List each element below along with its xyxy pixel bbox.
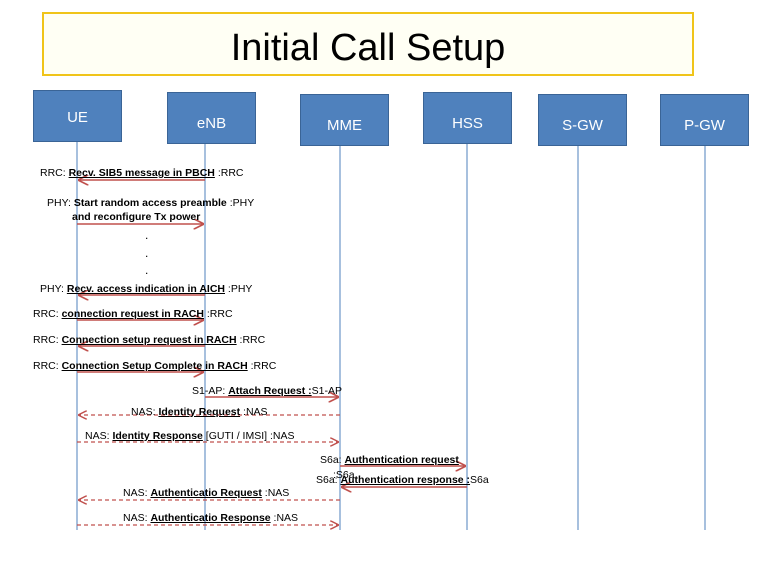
node-enb: eNB bbox=[167, 92, 256, 144]
label-auth-response-s6a: S6a: Authentication response :S6a bbox=[316, 474, 489, 486]
ellipsis-dot: . bbox=[145, 263, 149, 277]
node-label: eNB bbox=[196, 115, 227, 132]
node-mme: MME bbox=[300, 94, 389, 146]
label-conn-request: RRC: connection request in RACH :RRC bbox=[33, 308, 233, 320]
label-aich: PHY: Recv. access indication in AICH :PH… bbox=[40, 283, 253, 295]
label-preamble: PHY: Start random access preamble :PHY bbox=[47, 197, 255, 209]
node-label: P-GW bbox=[684, 117, 725, 134]
ellipsis-dot: . bbox=[145, 228, 149, 242]
ellipsis-dot: . bbox=[145, 246, 149, 260]
node-ue: UE bbox=[33, 90, 122, 142]
node-pgw: P-GW bbox=[660, 94, 749, 146]
label-attach: S1-AP: Attach Request :S1-AP bbox=[192, 385, 342, 397]
label-conn-setup: RRC: Connection setup request in RACH :R… bbox=[33, 334, 266, 346]
node-sgw: S-GW bbox=[538, 94, 627, 146]
node-label: HSS bbox=[452, 115, 483, 132]
label-auth-request-s6a: S6a: Authentication request bbox=[320, 454, 459, 466]
label-sib5: RRC: Recv. SIB5 message in PBCH :RRC bbox=[40, 167, 244, 179]
label-auth-request-nas: NAS: Authenticatio Request :NAS bbox=[123, 487, 290, 499]
node-label: MME bbox=[327, 117, 362, 134]
label-auth-request-s6a-line2: :S6a bbox=[333, 469, 355, 481]
label-conn-complete: RRC: Connection Setup Complete in RACH :… bbox=[33, 360, 277, 372]
label-auth-response-nas: NAS: Authenticatio Response :NAS bbox=[123, 512, 299, 524]
page-title: Initial Call Setup bbox=[230, 27, 506, 69]
node-label: S-GW bbox=[562, 117, 603, 134]
label-identity-request: NAS: Identity Request :NAS bbox=[131, 406, 268, 418]
title-box bbox=[42, 12, 694, 76]
label-preamble-line2: and reconfigure Tx power bbox=[72, 211, 201, 223]
node-hss: HSS bbox=[423, 92, 512, 144]
node-label: UE bbox=[67, 109, 88, 126]
label-identity-response: NAS: Identity Response [GUTI / IMSI] :NA… bbox=[85, 430, 295, 442]
